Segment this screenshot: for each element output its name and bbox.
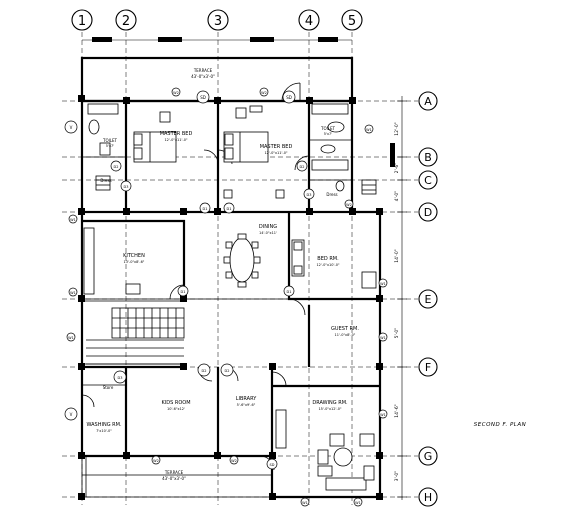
grid-bubble-A: A: [424, 95, 432, 108]
right-dimension-line: 12'-0" 2'-6" 4'-0" 14'-0" 5'-0" 14'-6" 3…: [390, 96, 407, 500]
room-label-drawing: DRAWING RM.: [312, 400, 348, 406]
plan-title: SECOND F. PLAN: [474, 422, 526, 428]
room-label-dress-1: Dress: [100, 178, 111, 183]
room-label-master-bed-1: MASTER BED: [160, 131, 193, 137]
grid-bubble-2: 2: [122, 14, 130, 29]
door-tag: W2: [153, 459, 159, 463]
room-label-kids-room: KIDS ROOM: [161, 400, 190, 406]
door-tag: D1: [181, 290, 186, 294]
door-tag: D1: [203, 207, 208, 211]
room-label-store: Store: [103, 385, 114, 390]
room-size-terrace-bottom: 43'-0"x3'-0": [162, 476, 186, 481]
door-tag: W1: [302, 501, 308, 505]
room-label-dress-2: Dress: [326, 192, 337, 197]
door-tag: D1: [287, 290, 292, 294]
door-window-tags: W2 W2 SD SD V W1 D2 D3 D2 D3 W2 D1 D1 W1…: [64, 87, 388, 507]
grid-bubble-D: D: [424, 206, 432, 219]
door-tag: W1: [70, 218, 76, 222]
grid-bubble-B: B: [424, 151, 432, 164]
door-tag: W1: [68, 336, 74, 340]
dress-stairs: [95, 175, 377, 195]
room-label-dining: DINING: [259, 224, 277, 230]
door-tag: D3: [124, 185, 129, 189]
door-tag: D3: [307, 193, 312, 197]
door-tag: W1: [366, 128, 372, 132]
room-size-terrace-top: 43'-0"x3'-0": [191, 74, 215, 79]
grid-bubble-3: 3: [214, 14, 222, 29]
room-label-bed-rm: BED RM.: [317, 256, 339, 262]
door-tag: D2: [300, 165, 305, 169]
door-tag: W2: [346, 203, 352, 207]
door-tag: SD: [270, 463, 275, 467]
door-tag: SD: [200, 95, 206, 100]
dimension-label: 2'-6": [394, 163, 400, 174]
room-size-guest-rm: 11'-0"x8'-0": [335, 333, 356, 337]
door-tag: D1: [227, 207, 232, 211]
room-size-master-bed-2: 12'-0"x11'-0": [264, 151, 287, 155]
door-tag: D2: [114, 165, 119, 169]
grid-bubble-F: F: [425, 361, 431, 374]
room-size-drawing: 15'-0"x12'-0": [318, 407, 341, 411]
grid-bubble-E: E: [425, 293, 432, 306]
room-labels: TERRACE 43'-0"x3'-0" MASTER BED 12'-0"x1…: [86, 68, 359, 481]
door-tag: V: [70, 412, 73, 417]
door-tag: W2: [231, 459, 237, 463]
room-size-dining: 14'-0"x11': [259, 231, 277, 235]
door-tag: D2: [202, 369, 207, 373]
dimension-label: 14'-6": [394, 404, 400, 418]
door-tag: SD: [286, 95, 292, 100]
room-label-toilet-1: TOILET: [102, 138, 118, 143]
dimension-label: 14'-0": [394, 249, 400, 263]
room-label-guest-rm: GUEST RM.: [331, 326, 359, 332]
dimension-label: 4'-0": [394, 191, 400, 202]
door-tag: W2: [173, 91, 179, 95]
room-size-master-bed-1: 12'-0"x11'-0": [164, 138, 187, 142]
door-tag: W1: [380, 336, 386, 340]
door-tag: W1: [355, 501, 361, 505]
grid-bubble-G: G: [424, 450, 433, 463]
room-label-terrace-top: TERRACE: [193, 68, 213, 73]
door-tag: D3: [118, 376, 123, 380]
grid-bubble-C: C: [424, 174, 432, 187]
grid-bubble-5: 5: [348, 14, 356, 29]
dimension-label: 12'-0": [394, 122, 400, 136]
door-tag: W1: [380, 413, 386, 417]
room-size-toilet-1: 5'x7': [106, 144, 114, 148]
dimension-label: 3'-0": [394, 471, 400, 482]
dimension-label: 5'-0": [394, 328, 400, 339]
room-size-toilet-2: 5'x7': [324, 132, 332, 136]
door-tag: W2: [261, 91, 267, 95]
room-size-kids-room: 10'-6"x12': [167, 407, 185, 411]
grid-bubble-1: 1: [78, 14, 86, 29]
column-grid-bubbles: 1 2 3 4 5: [71, 9, 363, 31]
room-size-library: 5'-6"x9'-6": [237, 403, 256, 407]
staircase: [86, 307, 185, 365]
room-label-toilet-2: TOILET: [320, 126, 336, 131]
door-tag: V: [70, 125, 73, 130]
room-label-master-bed-2: MASTER BED: [260, 144, 293, 150]
room-label-terrace-bottom: TERRACE: [164, 470, 184, 475]
top-dimension-line: [82, 37, 352, 42]
grid-bubble-H: H: [424, 491, 432, 504]
structural-columns: [78, 95, 383, 500]
row-grid-bubbles: A B C D E F G H: [418, 91, 438, 507]
room-label-library: LIBRARY: [236, 396, 258, 402]
room-label-washing: WASHING RM.: [86, 422, 121, 428]
door-tag: W1: [70, 291, 76, 295]
grid-bubble-4: 4: [305, 14, 313, 29]
door-tag: D2: [225, 369, 230, 373]
room-size-bed-rm: 12'-0"x10'-0": [316, 263, 339, 267]
fixtures: [83, 103, 377, 491]
door-tag: W1: [380, 282, 386, 286]
room-label-kitchen: KITCHEN: [123, 253, 145, 259]
room-size-kitchen: 13'-0"x8'-6": [124, 260, 145, 264]
room-size-washing: 7'x10'-0": [96, 429, 112, 433]
